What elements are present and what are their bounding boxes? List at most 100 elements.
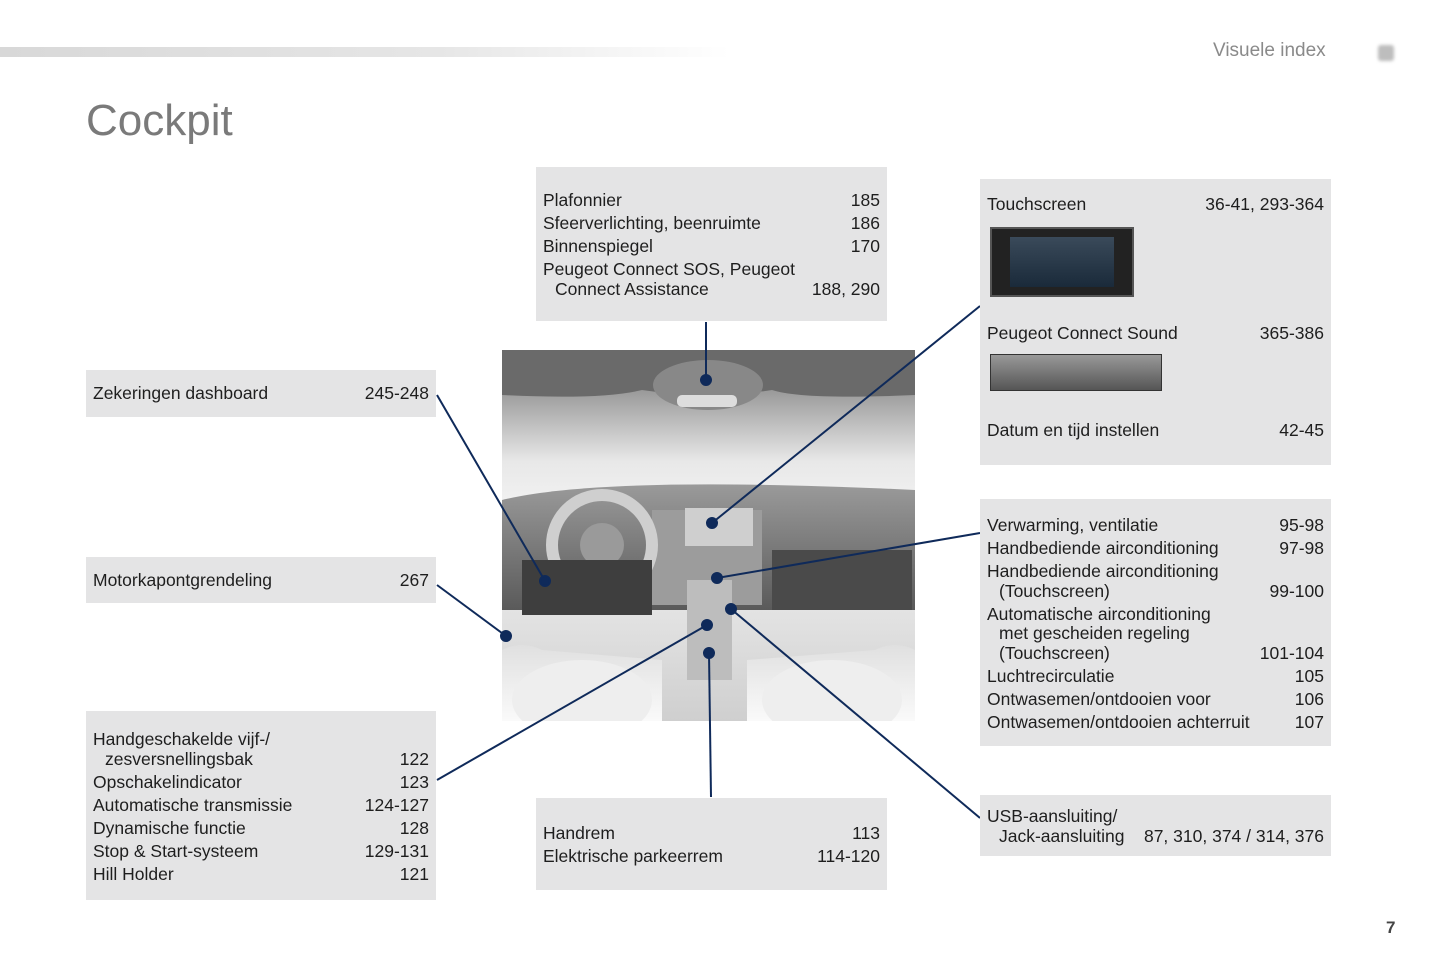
index-entry: Motorkapontgrendeling 267 [93,570,429,591]
entry-label-line: USB-aansluiting/ [987,806,1118,826]
index-entry: Automatische transmissie 124-127 [93,794,429,816]
entry-page: 188, 290 [811,278,880,299]
section-title: Visuele index [1213,40,1326,61]
entry-label-line: Automatische transmissie [93,794,293,815]
entry-label-line: (Touchscreen) [999,580,1110,601]
index-entry: Ontwasemen/ontdooien achterruit 107 [987,711,1324,733]
entry-label: Zekeringen dashboard [93,383,268,404]
entry-label: Ontwasemen/ontdooien voor [987,688,1211,710]
entry-label-line: Handbediende airconditioning [987,538,1219,558]
entry-label: Verwarming, ventilatie [987,515,1159,536]
entry-page: 129-131 [364,840,429,861]
entry-label-line: Luchtrecirculatie [987,665,1115,686]
entry-label: Handbediende airconditioning [987,538,1219,559]
touchscreen-image [990,227,1134,297]
header-bar [0,47,730,57]
entry-label-line: Automatische airconditioning [987,603,1211,624]
entry-label: Touchscreen [987,194,1087,214]
entry-label: Luchtrecirculatie [987,665,1115,687]
entry-label-line: Handrem [543,823,615,843]
entry-label: Plafonnier [543,190,622,211]
entry-page: 97-98 [1279,538,1324,558]
leader-line-bonnet [436,584,507,637]
entry-label: Sfeerverlichting, beenruimte [543,213,761,234]
entry-label-line: Peugeot Connect SOS, Peugeot [543,259,795,279]
index-entry: Handbediende airconditioning(Touchscreen… [987,561,1325,601]
entry-label-line: Jack-aansluiting [999,825,1125,846]
entry-label-line: Plafonnier [543,190,622,210]
entry-label: Hill Holder [93,863,174,885]
entry-page: 107 [1294,711,1324,732]
entry-label: Opschakelindicator [93,771,242,793]
entry-label-line: (Touchscreen) [999,642,1110,663]
entry-label-line: Opschakelindicator [93,771,242,792]
entry-page: 121 [399,863,429,884]
cockpit-illustration [502,350,915,721]
index-entry: Zekeringen dashboard 245-248 [93,383,429,404]
index-entry: Plafonnier 185 [543,190,880,211]
entry-page: 245-248 [364,383,429,403]
entry-label-line: Verwarming, ventilatie [987,515,1159,535]
entry-label: Motorkapontgrendeling [93,570,273,591]
entry-page: 99-100 [1269,580,1325,601]
radio-image [990,354,1162,391]
entry-page: 185 [850,190,880,210]
entry-page: 186 [850,213,880,233]
entry-label-line: Handgeschakelde vijf-/ [93,729,271,749]
entry-label-line: Ontwasemen/ontdooien achterruit [987,711,1250,732]
index-entry: Handrem 113 [543,823,880,844]
entry-page: 106 [1294,688,1324,709]
entry-label: Automatische transmissie [93,794,293,816]
entry-page: 365-386 [1259,323,1324,343]
entry-page: 124-127 [364,794,429,815]
entry-label: Stop & Start-systeem [93,840,259,862]
section-marker-icon [1378,45,1394,61]
index-entry: Verwarming, ventilatie 95-98 [987,515,1324,536]
entry-label-line: zesversnellingsbak [105,748,253,769]
box-touchscreen: Touchscreen 36-41, 293-364 Peugeot Connec… [980,179,1331,465]
entry-label-line: Ontwasemen/ontdooien voor [987,688,1211,709]
entry-label-line: Stop & Start-systeem [93,840,259,861]
page-title: Cockpit [86,96,233,145]
entry-page: 42-45 [1279,420,1324,440]
entry-label: Handgeschakelde vijf-/zesversnellingsbak [93,729,271,769]
box-gearbox: Handgeschakelde vijf-/zesversnellingsbak… [86,711,436,900]
entry-page: 267 [399,570,429,590]
box-fuses: Zekeringen dashboard 245-248 [86,370,436,417]
page-number: 7 [1386,918,1396,937]
entry-label-line: Motorkapontgrendeling [93,570,273,590]
entry-label: USB-aansluiting/Jack-aansluiting [987,806,1125,846]
entry-page: 113 [852,823,880,843]
entry-label-line: Handbediende airconditioning [987,561,1219,581]
index-entry: Handbediende airconditioning 97-98 [987,538,1324,559]
entry-label: Ontwasemen/ontdooien achterruit [987,711,1250,733]
entry-label-line: Elektrische parkeerrem [543,846,723,866]
entry-page: 128 [399,817,429,838]
index-entry: Dynamische functie 128 [93,817,429,839]
entry-label-line: Sfeerverlichting, beenruimte [543,213,761,233]
entry-label: Elektrische parkeerrem [543,846,723,867]
index-entry: Sfeerverlichting, beenruimte 186 [543,213,880,234]
entry-label-line: Connect Assistance [555,278,709,299]
entry-label: Dynamische functie [93,818,246,839]
entry-connect-sound: Peugeot Connect Sound 365-386 [987,323,1324,344]
entry-page: 36-41, 293-364 [1205,194,1324,214]
entry-label-line: Hill Holder [93,863,174,884]
entry-label-line: met gescheiden regeling [999,623,1190,643]
entry-label: Handrem [543,823,615,844]
index-entry: Hill Holder 121 [93,863,429,885]
entry-label: Peugeot Connect Sound [987,323,1178,343]
entry-page: 95-98 [1279,515,1324,535]
